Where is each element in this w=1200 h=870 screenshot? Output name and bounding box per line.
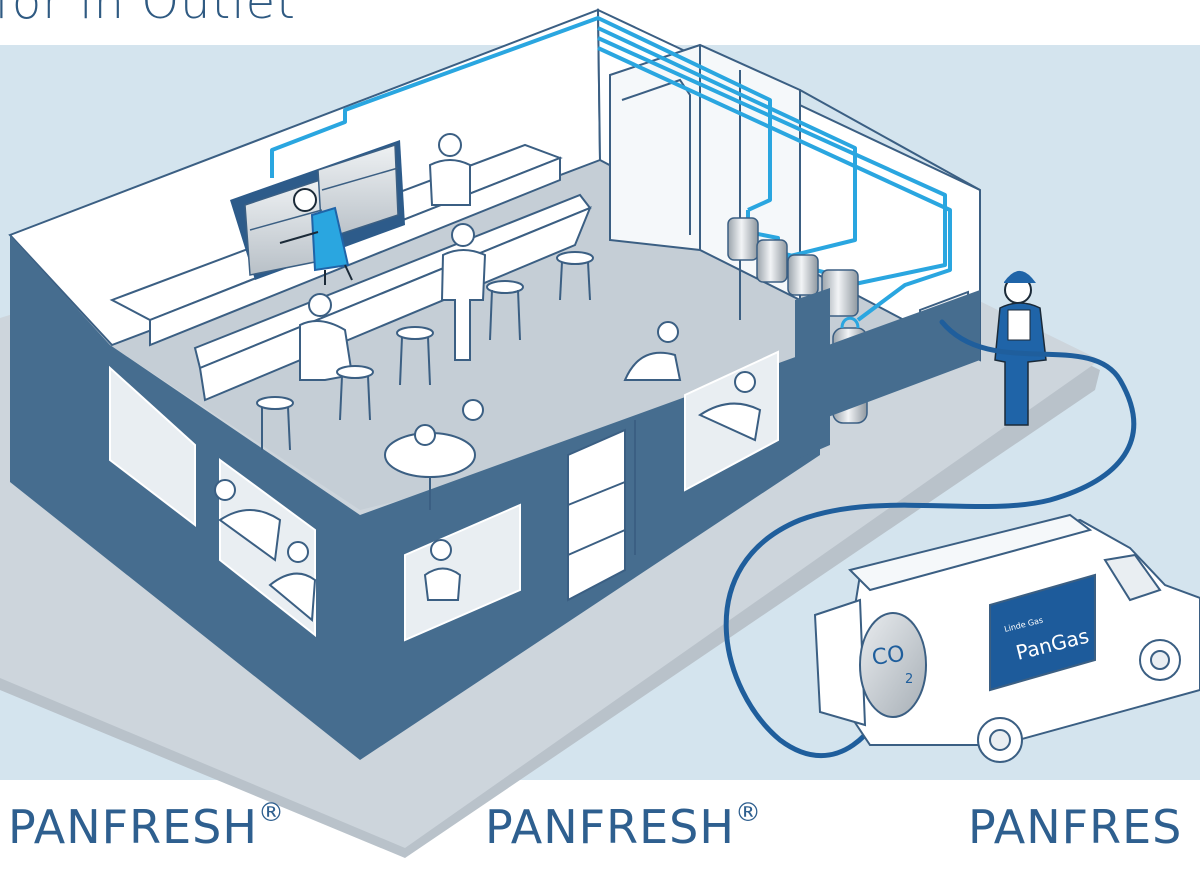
guests-and-furniture: [214, 133, 762, 623]
co2-label: CO: [870, 642, 906, 671]
co2-subscript: 2: [905, 672, 913, 687]
van-co2-tank: [859, 612, 927, 718]
delivery-van: [813, 513, 1200, 763]
page-heading: for in Outlet: [0, 0, 296, 30]
brand-panfresh-1: PANFRESH®: [8, 797, 285, 854]
brand-panfresh-2: PANFRESH®: [485, 797, 762, 854]
front-right-wall: [360, 288, 980, 760]
door: [567, 420, 636, 602]
co2-bottles-row: [727, 217, 859, 317]
delivery-worker: [994, 270, 1047, 426]
brand-panfresh-3: PANFRES: [968, 800, 1183, 854]
co2-hose: [723, 319, 1137, 759]
barista: [279, 188, 353, 285]
